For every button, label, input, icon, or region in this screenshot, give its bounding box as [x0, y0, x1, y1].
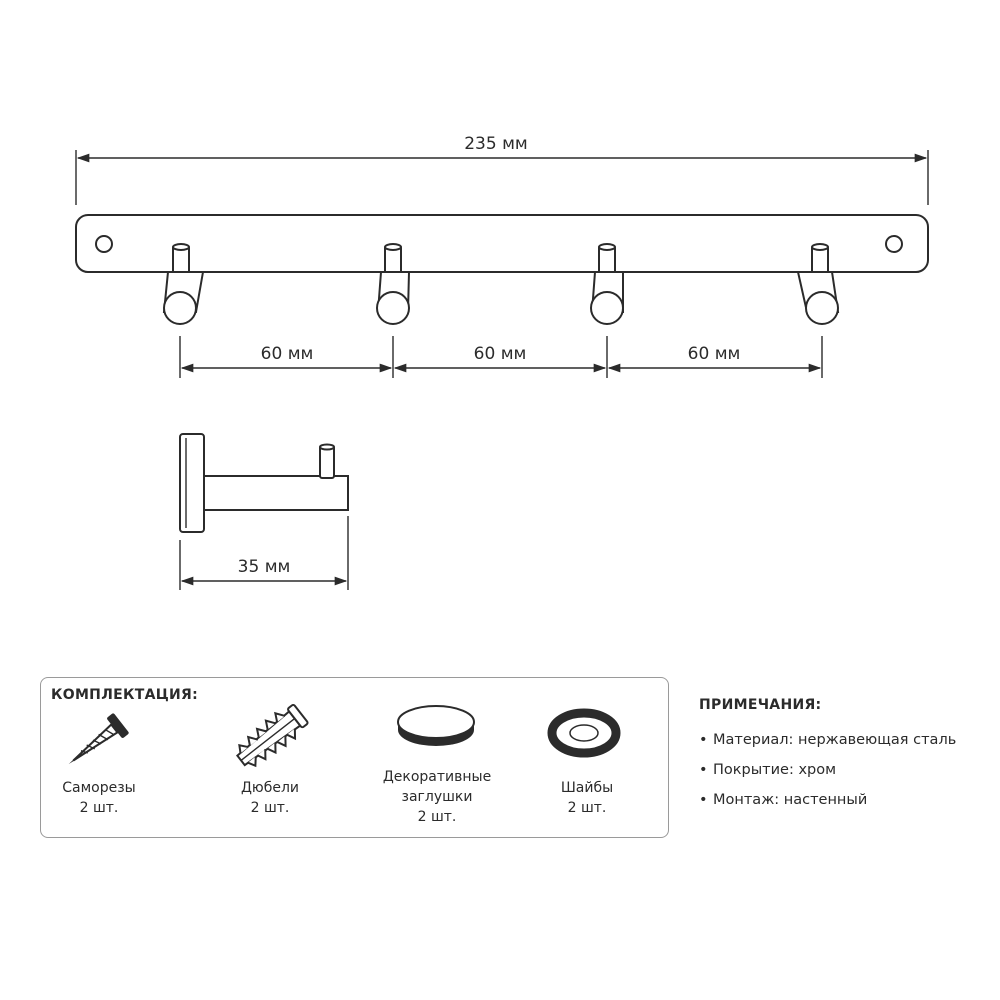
- note-mounting: • Монтаж: настенный: [699, 785, 999, 815]
- screw-icon: [68, 713, 129, 765]
- hook-depth-dimension: 35 мм: [179, 516, 349, 590]
- notes-title: ПРИМЕЧАНИЯ:: [699, 697, 822, 713]
- mount-hole-right: [885, 235, 903, 253]
- wall-plug-icon: [235, 703, 309, 768]
- note-text: Покрытие: хром: [713, 762, 837, 778]
- note-coating: • Покрытие: хром: [699, 755, 999, 785]
- washer-icon: [547, 708, 621, 758]
- kit-title: КОМПЛЕКТАЦИЯ:: [51, 687, 198, 703]
- kit-item-qty: 2 шт.: [79, 800, 119, 816]
- kit-item-name-line1: Декоративные: [382, 769, 492, 785]
- hook-spacing-dimensions: 60 мм 60 мм 60 мм: [179, 336, 823, 378]
- kit-item-name: Саморезы: [62, 780, 136, 796]
- mount-hole-left: [95, 235, 113, 253]
- rail-plate: [75, 214, 929, 273]
- notes-section: ПРИМЕЧАНИЯ: • Материал: нержавеющая сталь…: [699, 697, 999, 815]
- decorative-cap-icon: [397, 705, 475, 746]
- hook-side-view: [179, 433, 349, 533]
- bullet-icon: •: [699, 792, 708, 808]
- hook-4: [796, 243, 840, 325]
- hook-2: [376, 243, 411, 325]
- note-text: Материал: нержавеющая сталь: [713, 732, 957, 748]
- kit-item-name: Шайбы: [560, 780, 614, 796]
- bullet-icon: •: [699, 762, 708, 778]
- kit-item-wall-plugs: Дюбели 2 шт.: [220, 778, 320, 818]
- note-text: Монтаж: настенный: [713, 792, 868, 808]
- kit-item-qty: 2 шт.: [417, 809, 457, 825]
- kit-item-name: Дюбели: [240, 780, 300, 796]
- kit-item-washers: Шайбы 2 шт.: [537, 778, 637, 818]
- kit-contents-box: КОМПЛЕКТАЦИЯ: Саморезы 2 шт. Дюбели 2 шт…: [40, 677, 669, 838]
- overall-length-dimension: 235 мм: [75, 134, 929, 205]
- hook-depth-label: 35 мм: [238, 557, 291, 577]
- kit-item-name-line2: заглушки: [401, 789, 473, 805]
- kit-item-qty: 2 шт.: [250, 800, 290, 816]
- hook-spacing-label-3: 60 мм: [688, 344, 741, 364]
- kit-item-screws: Саморезы 2 шт.: [49, 778, 149, 818]
- hook-spacing-label-1: 60 мм: [261, 344, 314, 364]
- kit-item-decorative-caps: Декоративные заглушки 2 шт.: [367, 767, 507, 827]
- hook-spacing-label-2: 60 мм: [474, 344, 527, 364]
- note-material: • Материал: нержавеющая сталь: [699, 725, 999, 755]
- overall-length-label: 235 мм: [464, 134, 528, 154]
- kit-item-qty: 2 шт.: [567, 800, 607, 816]
- hook-3: [590, 243, 624, 325]
- hook-1: [162, 243, 205, 325]
- bullet-icon: •: [699, 732, 708, 748]
